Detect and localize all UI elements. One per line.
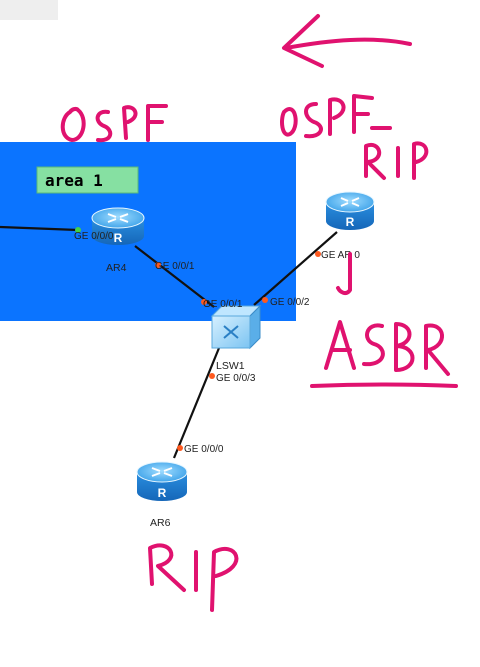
port-dot-lsw1-ar6 [209,373,215,379]
ink-rip-bottom [148,543,239,612]
area-label-text: area 1 [45,171,103,190]
ink-arrow-down [336,252,352,296]
area-label: area 1 [36,166,139,194]
device-label-ar6: AR6 [150,517,171,529]
svg-text:R: R [346,215,355,229]
port-label-lsw1-ar: GE 0/0/2 [270,297,310,308]
switch-lsw1[interactable]: LSW1 [210,304,262,372]
port-dot-ar4-left [75,227,81,233]
svg-text:R: R [114,231,123,245]
port-label-lsw1-ar6: GE 0/0/3 [216,373,256,384]
corner-block [0,0,58,20]
link-lsw1-ar6 [172,347,221,459]
switch-icon [210,304,262,350]
ink-asbr [310,320,458,388]
port-dot-lsw1-ar [262,297,268,303]
port-dot-ar6-up [177,445,183,451]
port-labels: GE 0/0/0 GE 0/0/1 GE 0/0/1 GE 0/0/2 GE A… [74,231,360,455]
port-label-ar4-down: GE 0/0/1 [155,261,195,272]
ink-ospf-rip [280,94,429,180]
port-dot-ar4-down [155,262,161,268]
link-ar4-lsw1 [134,245,215,308]
router-icon: R [325,191,375,230]
port-dot-ar-down [315,251,321,257]
router-ar-right[interactable]: R [325,191,375,230]
ink-ospf-left [60,104,168,143]
port-label-lsw1-ar4: GE 0/0/1 [203,299,243,310]
handwritten-annotations [60,14,458,612]
device-label-lsw1: LSW1 [216,360,245,372]
svg-text:R: R [158,486,167,500]
port-label-ar4-left: GE 0/0/0 [74,231,114,242]
router-icon: R [136,461,188,501]
port-dot-lsw1-ar4 [201,299,207,305]
device-label-ar4: AR4 [106,262,127,274]
links [0,225,338,459]
port-dots [75,227,321,451]
ink-arrow-left [282,14,412,68]
link-left-ar4 [0,225,79,232]
link-ar-lsw1 [253,231,338,306]
router-ar6[interactable]: R AR6 [136,461,188,529]
port-label-ar6-up: GE 0/0/0 [184,444,224,455]
port-label-ar-down: GE AR 0 [321,250,360,261]
router-icon: R [91,207,145,245]
router-ar4[interactable]: R AR4 [91,207,145,274]
